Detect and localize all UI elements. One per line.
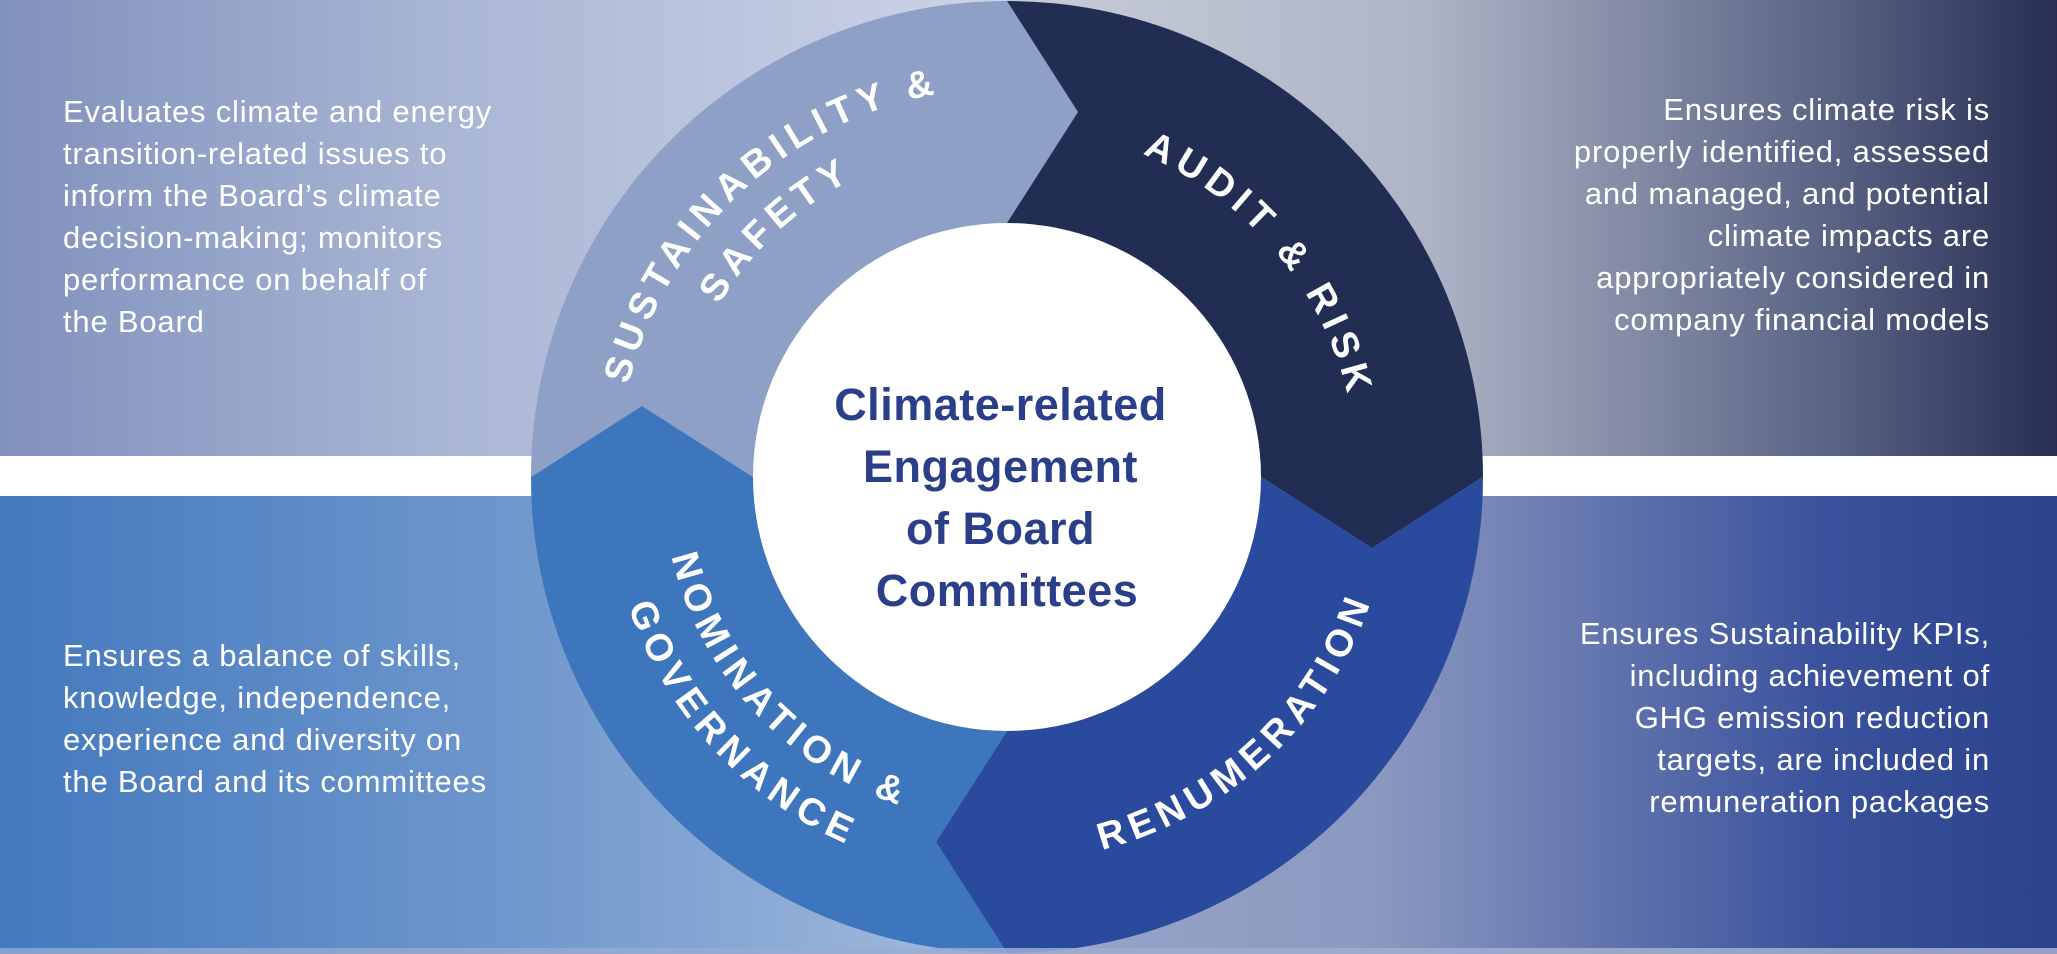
callout-renumeration: Ensures Sustainability KPIs, including a… bbox=[1580, 613, 1990, 823]
callout-sustainability-safety: Evaluates climate and energy transition-… bbox=[63, 91, 492, 343]
segment-renumeration bbox=[936, 477, 1483, 953]
center-title: Climate-related Engagement of Board Comm… bbox=[834, 379, 1180, 616]
callout-line: the Board bbox=[63, 304, 205, 339]
callout-line: decision-making; monitors bbox=[63, 220, 444, 255]
callout-line: climate impacts are bbox=[1707, 218, 1990, 253]
callout-line: Ensures Sustainability KPIs, bbox=[1579, 616, 1990, 651]
callout-line: properly identified, assessed bbox=[1573, 134, 1990, 169]
callout-line: remuneration packages bbox=[1649, 784, 1990, 819]
segment-sustainability-safety bbox=[531, 1, 1078, 477]
center-title-line: Climate-related bbox=[834, 379, 1167, 430]
callout-line: Ensures climate risk is bbox=[1663, 92, 1990, 127]
callout-line: knowledge, independence, bbox=[63, 680, 452, 715]
center-title-line: Engagement bbox=[863, 441, 1138, 492]
callout-line: Evaluates climate and energy bbox=[63, 94, 493, 129]
callout-line: Ensures a balance of skills, bbox=[63, 638, 462, 673]
bottom-edge-strip bbox=[0, 948, 2057, 954]
segment-audit-risk bbox=[1007, 1, 1483, 548]
callout-audit-risk: Ensures climate risk is properly identif… bbox=[1574, 89, 1990, 341]
callout-line: the Board and its committees bbox=[63, 764, 487, 799]
callout-line: including achievement of bbox=[1629, 658, 1990, 693]
callout-line: appropriately considered in bbox=[1596, 260, 1990, 295]
callout-nomination-governance: Ensures a balance of skills, knowledge, … bbox=[63, 635, 487, 803]
callout-line: transition-related issues to bbox=[63, 136, 448, 171]
callout-line: and managed, and potential bbox=[1584, 176, 1990, 211]
segment-nomination-governance bbox=[531, 406, 1007, 953]
center-title-line: Committees bbox=[876, 565, 1139, 616]
center-title-line: of Board bbox=[906, 503, 1095, 554]
callout-line: targets, are included in bbox=[1657, 742, 1990, 777]
callout-line: experience and diversity on bbox=[63, 722, 462, 757]
callout-line: inform the Board’s climate bbox=[63, 178, 442, 213]
callout-line: performance on behalf of bbox=[63, 262, 427, 297]
center-circle bbox=[750, 221, 1264, 735]
callout-line: company financial models bbox=[1614, 302, 1990, 337]
callout-line: GHG emission reduction bbox=[1634, 700, 1990, 735]
